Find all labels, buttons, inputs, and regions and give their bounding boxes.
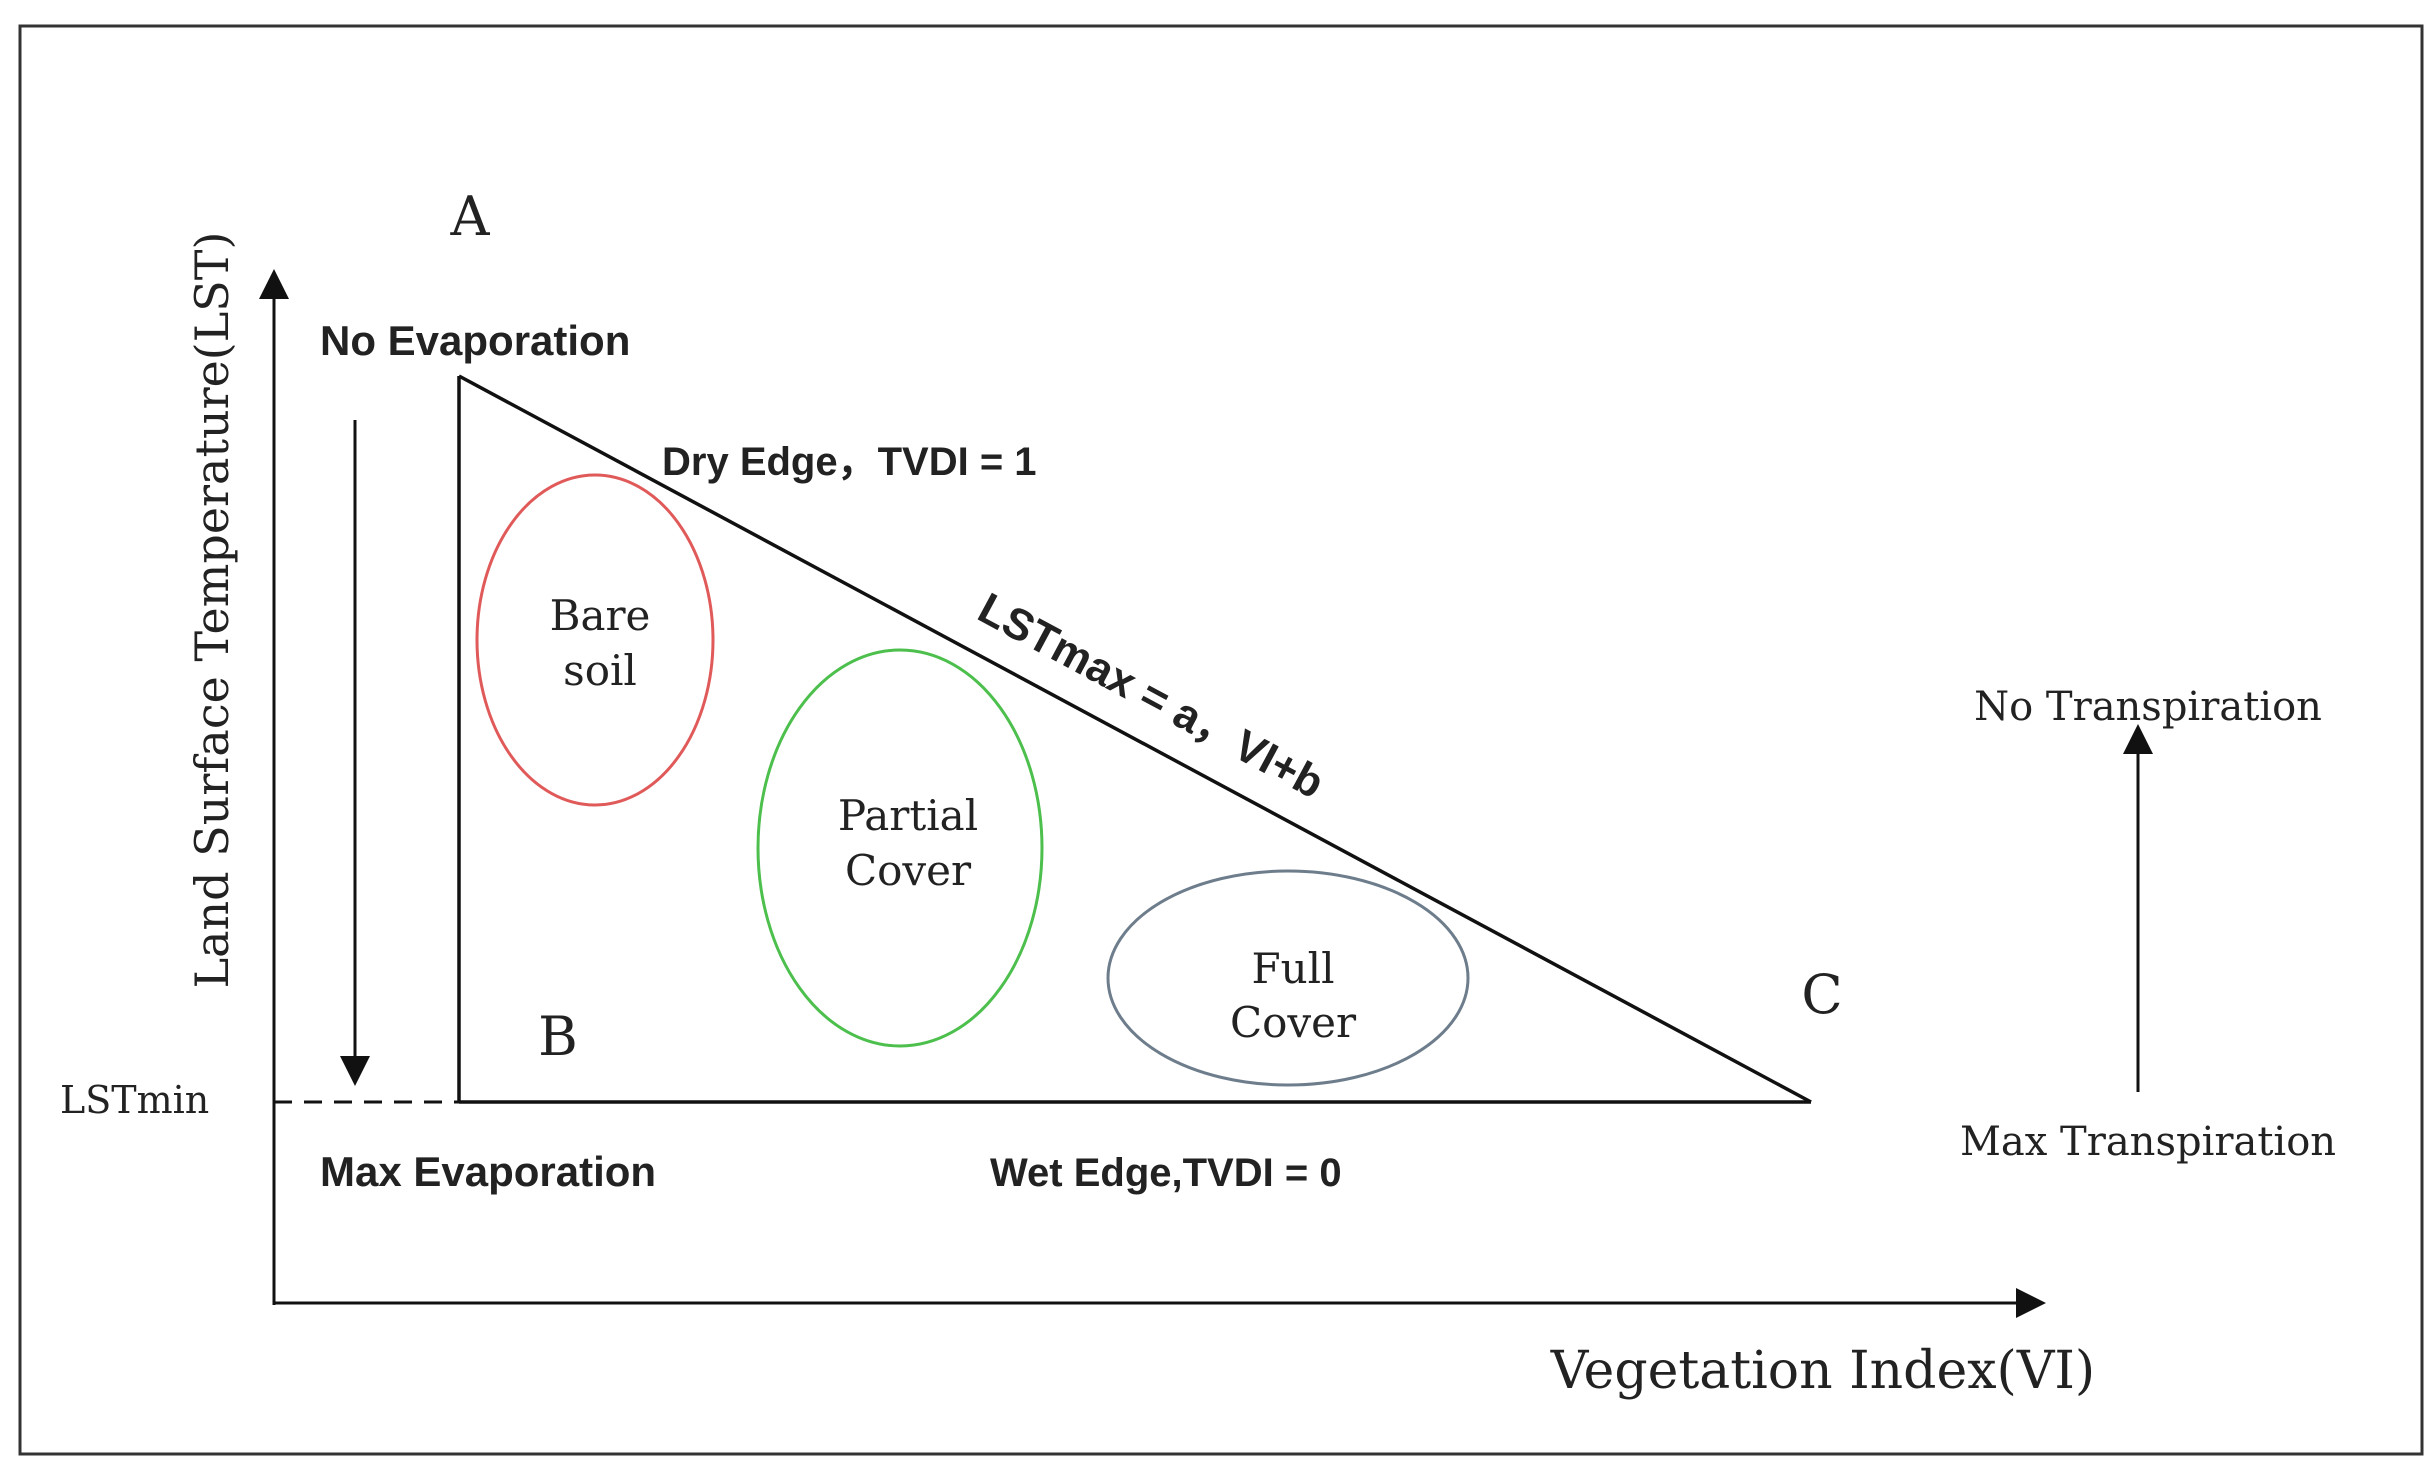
no-evaporation-label: No Evaporation [320, 317, 630, 364]
wet-edge-label: Wet Edge,TVDI = 0 [990, 1151, 1342, 1195]
x-axis-title: Vegetation Index(VI) [1550, 1341, 2095, 1401]
partial-cover-label-line2: Cover [845, 846, 972, 895]
partial-cover-label-line1: Partial [838, 791, 978, 840]
max-evaporation-label: Max Evaporation [320, 1148, 656, 1195]
max-transpiration-label: Max Transpiration [1960, 1119, 2336, 1165]
vertex-a-label: A [450, 185, 491, 248]
bare-soil-label-line2: soil [563, 646, 637, 695]
dry-edge-label: Dry Edge，TVDI = 1 [662, 440, 1037, 484]
full-cover-label-line2: Cover [1230, 998, 1357, 1047]
lst-min-label: LSTmin [60, 1078, 209, 1122]
full-cover-label-line1: Full [1251, 944, 1334, 993]
vertex-c-label: C [1801, 963, 1842, 1026]
y-axis-title: Land Surface Temperature(LST) [185, 232, 239, 989]
outer-frame [18, 24, 2424, 1456]
full-cover-ellipse [1106, 869, 1470, 1087]
no-transpiration-label: No Transpiration [1974, 684, 2322, 730]
dry-edge-equation: LSTmax = a，VI+b [970, 584, 1332, 809]
partial-cover-ellipse [756, 648, 1044, 1048]
bare-soil-label-line1: Bare [550, 591, 651, 640]
bare-soil-ellipse [475, 473, 715, 807]
vertex-b-label: B [538, 1005, 578, 1068]
dry-edge-line [458, 374, 1812, 1104]
